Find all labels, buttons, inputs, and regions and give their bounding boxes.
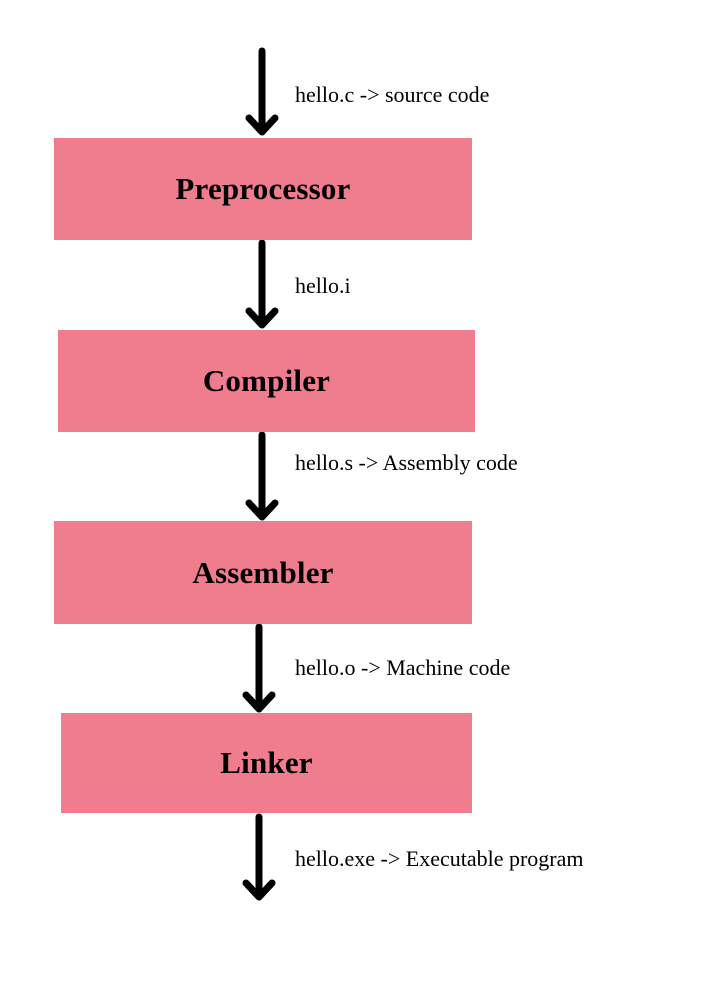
stage-preprocessor: Preprocessor [54,138,472,240]
arrow-preprocessor-to-compiler [245,239,279,329]
flow-label-executable: hello.exe -> Executable program [295,846,584,871]
stage-compiler: Compiler [58,330,475,432]
flow-label-source: hello.c -> source code [295,82,490,107]
arrow-compiler-to-assembler [245,431,279,521]
arrow-linker-output [242,813,276,901]
stage-assembler: Assembler [54,521,472,624]
flow-label-assembly: hello.s -> Assembly code [295,450,518,475]
stage-linker: Linker [61,713,472,813]
flow-label-preprocessed: hello.i [295,273,351,298]
flow-label-machine: hello.o -> Machine code [295,655,511,680]
arrow-source-to-preprocessor [245,47,279,136]
arrow-assembler-to-linker [242,623,276,713]
